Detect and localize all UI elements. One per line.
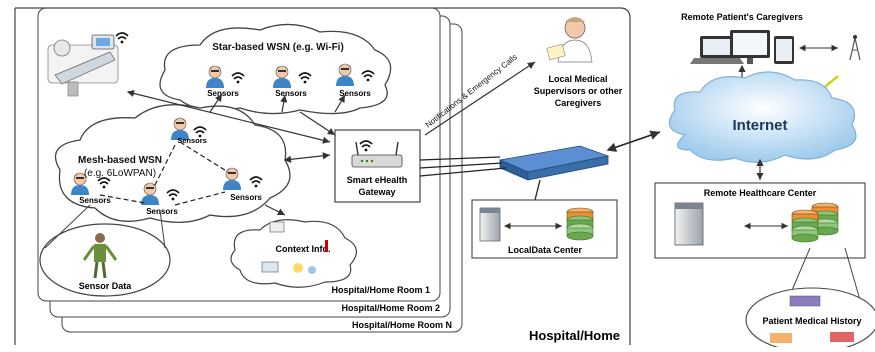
context-icons <box>261 221 328 274</box>
laptop-icon <box>690 36 744 64</box>
room-2-label: Hospital/Home Room 2 <box>341 303 440 313</box>
sensors-label: Sensors <box>339 89 371 98</box>
patient-history-label: Patient Medical History <box>762 316 861 326</box>
router-icon <box>351 141 403 168</box>
sensors-label: Sensors <box>207 89 239 98</box>
monitor-icon <box>730 30 770 64</box>
room-n-label: Hospital/Home Room N <box>352 320 452 330</box>
mesh-wsn-label-1: Mesh-based WSN <box>78 155 162 166</box>
switch-icon <box>498 145 610 181</box>
gateway-label-2: Gateway <box>358 187 395 197</box>
internet-cloud <box>668 71 857 163</box>
database-icon <box>566 207 594 241</box>
room-1-label: Hospital/Home Room 1 <box>331 285 430 295</box>
remote-center-label: Remote Healthcare Center <box>704 188 817 198</box>
body-sensor-figure <box>82 233 118 279</box>
medical-records-icon <box>770 295 854 343</box>
hospital-home-frame <box>15 7 631 345</box>
local-data-center-label: LocalData Center <box>508 245 583 255</box>
sensors-label: Sensors <box>230 193 262 202</box>
gateway-switch-links <box>419 156 507 177</box>
mesh-wsn-label-2: (e.g. 6LoWPAN) <box>84 168 156 179</box>
server-icon <box>674 202 704 246</box>
supervisors-label-1: Local Medical <box>548 74 607 84</box>
switch-datacenter-link <box>534 179 541 201</box>
sensors-label: Sensors <box>275 89 307 98</box>
sensor-data-label: Sensor Data <box>79 281 133 291</box>
doctor-icon <box>546 17 593 63</box>
switch-internet-link <box>606 130 661 152</box>
tablet-icon <box>774 36 794 64</box>
wsn-gateway-arrows <box>126 89 346 216</box>
sensor-data-pointer <box>44 204 91 249</box>
mesh-links <box>99 141 229 206</box>
internet-label: Internet <box>732 117 787 134</box>
server-icon <box>479 207 501 242</box>
star-wsn-label: Star-based WSN (e.g. Wi-Fi) <box>212 42 344 53</box>
sensors-label: Sensors <box>146 207 178 216</box>
gateway-label-1: Smart eHealth <box>347 175 408 185</box>
supervisors-label-3: Caregivers <box>555 98 602 108</box>
hospital-bed-icon <box>47 34 119 97</box>
hospital-home-label: Hospital/Home <box>529 328 620 343</box>
remote-caregivers-label: Remote Patient's Caregivers <box>681 12 803 22</box>
context-info-label: Context Info. <box>276 244 331 254</box>
sensors-label: Sensors <box>79 196 111 205</box>
database-icon <box>791 209 819 243</box>
antenna-icon <box>849 35 861 61</box>
supervisors-label-2: Supervisors or other <box>534 86 623 96</box>
